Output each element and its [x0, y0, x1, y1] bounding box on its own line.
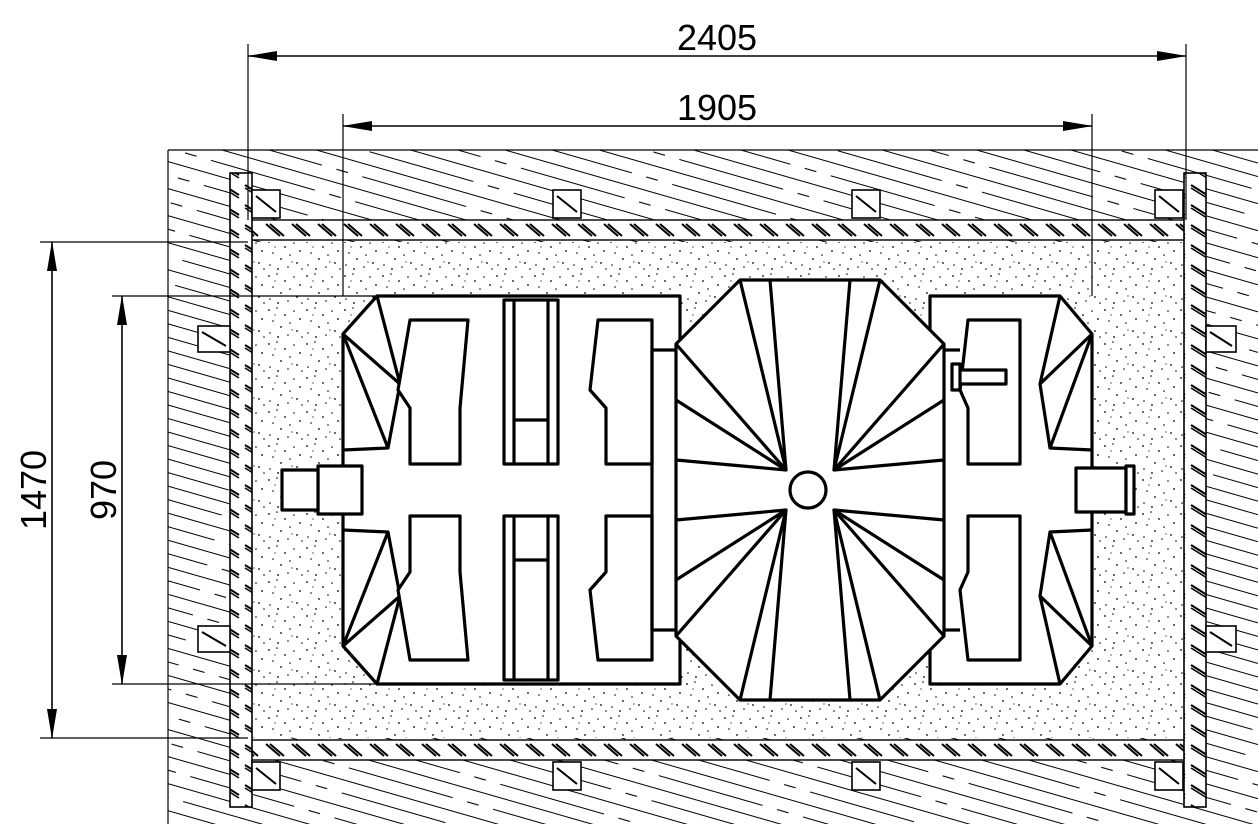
tank-body	[280, 278, 1136, 702]
top-rail	[247, 219, 1187, 241]
dimension-2405	[247, 44, 1187, 220]
right-post	[1183, 172, 1207, 808]
bottom-rail	[247, 739, 1187, 761]
dimension-970	[112, 295, 377, 685]
dimension-inner-height: 970	[83, 460, 124, 520]
dimension-1905	[342, 114, 1093, 296]
dimension-inner-width: 1905	[677, 87, 757, 128]
dimension-outer-width: 2405	[677, 17, 757, 58]
dimension-outer-height: 1470	[13, 450, 54, 530]
dimension-1470	[40, 241, 248, 739]
left-post	[229, 172, 253, 808]
anchor-blocks	[197, 189, 1237, 791]
